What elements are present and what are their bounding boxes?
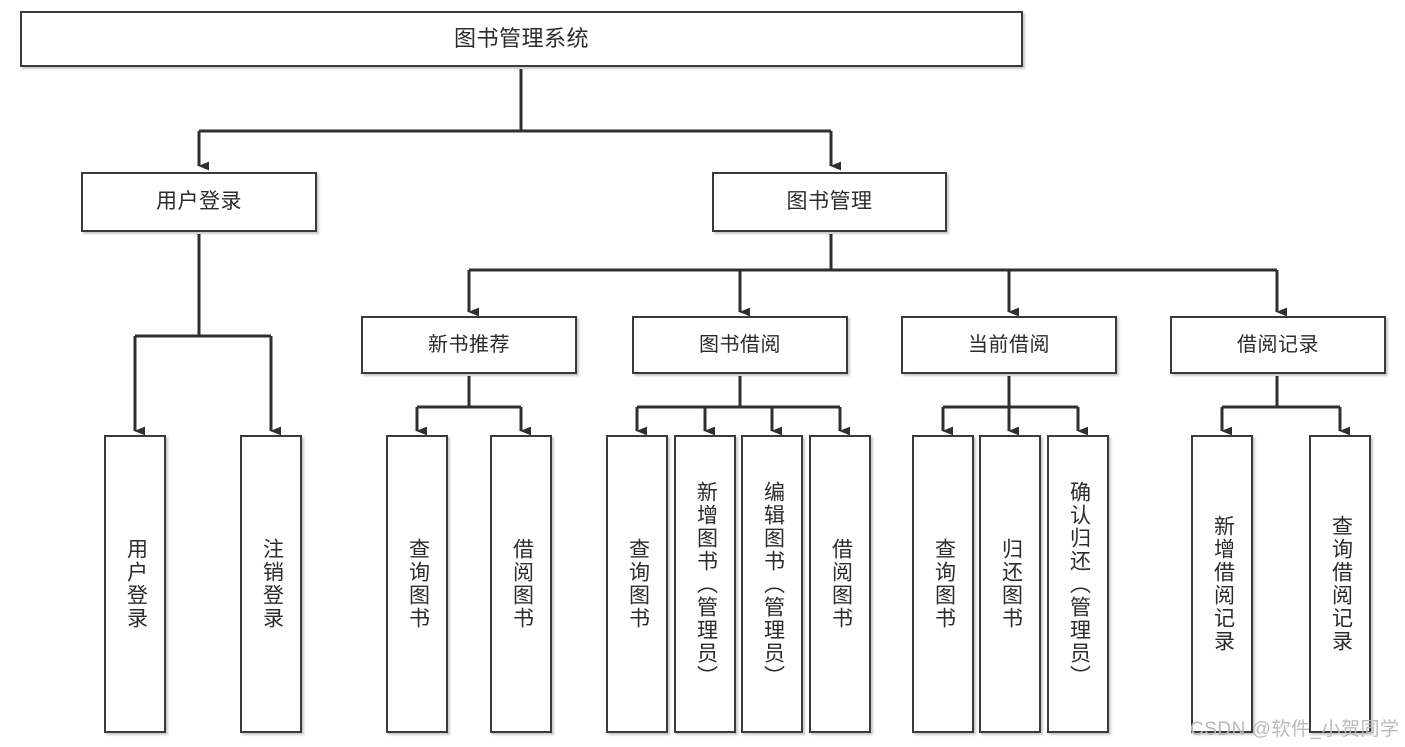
leaf-book-borrow-edit[interactable]: 编辑图书（管理员）: [741, 435, 803, 733]
leaf-borrow-record-add[interactable]: 新增借阅记录: [1191, 435, 1253, 733]
leaf-book-borrow-borrow[interactable]: 借阅图书: [809, 435, 871, 733]
leaf-book-borrow-add[interactable]: 新增图书（管理员）: [674, 435, 736, 733]
node-current-borrow[interactable]: 当前借阅: [901, 316, 1117, 374]
node-label: 图书借阅: [699, 333, 781, 356]
csdn-watermark: CSDN @软件_小贺同学: [1190, 719, 1400, 740]
leaf-current-borrow-query[interactable]: 查询图书: [912, 435, 974, 733]
leaf-user-login-logout[interactable]: 注销登录: [240, 435, 302, 733]
leaf-new-book-borrow[interactable]: 借阅图书: [490, 435, 552, 733]
leaf-borrow-record-query[interactable]: 查询借阅记录: [1309, 435, 1371, 733]
node-label: 查询图书: [406, 538, 430, 630]
node-label: 新书推荐: [428, 333, 510, 356]
node-book-manage[interactable]: 图书管理: [712, 172, 947, 232]
leaf-book-borrow-query[interactable]: 查询图书: [606, 435, 668, 733]
node-label: 借阅记录: [1237, 333, 1319, 356]
node-label: 用户登录: [124, 538, 148, 630]
node-label: 注销登录: [260, 538, 284, 630]
node-label: 确认归还（管理员）: [1067, 480, 1091, 688]
leaf-current-borrow-return[interactable]: 归还图书: [979, 435, 1041, 733]
node-label: 查询借阅记录: [1329, 515, 1353, 653]
node-new-book-recommend[interactable]: 新书推荐: [361, 316, 577, 374]
node-label: 当前借阅: [968, 333, 1050, 356]
node-label: 图书管理系统: [453, 26, 589, 52]
node-label: 借阅图书: [829, 538, 853, 630]
node-root-system[interactable]: 图书管理系统: [20, 11, 1023, 67]
node-label: 归还图书: [999, 538, 1023, 630]
node-label: 用户登录: [156, 190, 242, 214]
node-label: 借阅图书: [510, 538, 534, 630]
node-label: 查询图书: [932, 538, 956, 630]
leaf-new-book-query[interactable]: 查询图书: [386, 435, 448, 733]
node-book-borrow[interactable]: 图书借阅: [632, 316, 848, 374]
leaf-user-login-login[interactable]: 用户登录: [104, 435, 166, 733]
node-label: 新增图书（管理员）: [694, 480, 718, 688]
node-label: 查询图书: [626, 538, 650, 630]
node-label: 编辑图书（管理员）: [761, 480, 785, 688]
node-user-login[interactable]: 用户登录: [81, 172, 317, 232]
node-label: 新增借阅记录: [1211, 515, 1235, 653]
leaf-current-borrow-confirm-return[interactable]: 确认归还（管理员）: [1047, 435, 1109, 733]
node-borrow-record[interactable]: 借阅记录: [1170, 316, 1386, 374]
node-label: 图书管理: [786, 190, 873, 214]
